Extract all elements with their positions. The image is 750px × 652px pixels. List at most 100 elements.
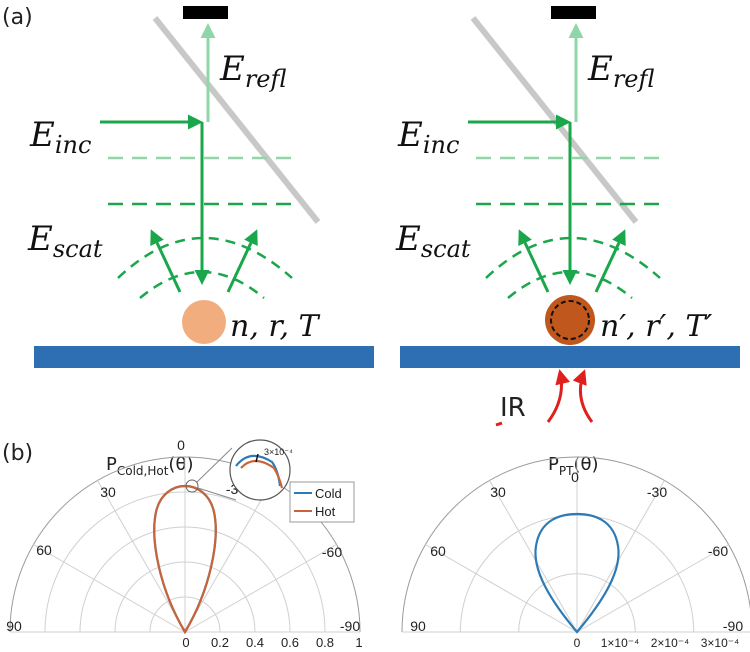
detector-right [551,6,596,19]
scatter-arc-outer-right [485,236,661,279]
scatter-arrow-r-right [594,229,626,293]
angle-tick-r-0: 0 [571,469,579,485]
polar-left-title: P [106,454,117,475]
angle-tick-r-90: 90 [410,618,426,634]
substrate-right [400,346,740,368]
polar-right-title-arg: (θ) [573,454,598,475]
angle-tick-r-30: 30 [490,484,506,500]
ir-arrow-left [546,369,571,423]
spoke-r-60 [425,544,578,633]
pt-curve-right [534,512,620,634]
scatter-arrow-l-right [518,229,550,293]
radial-tick-r-0: 0 [574,636,581,650]
ir-dash [495,421,503,427]
hot-curve-left [153,484,217,635]
polar-left-title-sub: Cold,Hot [117,464,169,478]
spoke-30 [97,480,186,633]
svg-text:Erefl: Erefl [587,49,655,93]
scatter-arc-inner-left [139,270,265,299]
polar-left-title-arg: (θ) [168,454,193,475]
e-scat-sub-right: scat [421,235,471,263]
panel-label-a: (a) [2,5,33,30]
radial-tick-2: 0.4 [246,635,264,650]
radial-tick-r-3: 3×10⁻⁴ [701,636,740,650]
e-refl-sub-right: refl [613,65,655,93]
e-refl-sub-left: refl [245,65,287,93]
svg-text:PCold,Hot(θ): PCold,Hot(θ) [106,454,193,478]
zoom-inset-circle [229,439,291,501]
svg-text:PPT(θ): PPT(θ) [548,454,599,478]
svg-text:Erefl: Erefl [219,49,287,93]
left-setup: Erefl Einc Escat n, r, T [27,6,374,368]
panel-label-b: (b) [2,441,33,466]
cold-particle [182,300,226,344]
e-scat-sub-left: scat [53,235,103,263]
polar-plot-right: PPT(θ) 0 30 -30 60 -60 90 -90 0 1×10⁻⁴ 2… [401,454,750,650]
svg-text:Escat: Escat [27,219,103,263]
angle-tick-0: 0 [177,437,185,453]
scatter-arc-outer-left [117,236,293,279]
e-scat-label-left: E [27,219,53,259]
radial-tick-4: 0.8 [316,635,334,650]
radial-tick-r-2: 2×10⁻⁴ [651,636,690,650]
scatter-arrow-l-left [150,229,182,293]
angle-tick-m90: -90 [340,618,360,634]
angle-tick-90: 90 [6,618,22,634]
spoke-60 [33,544,186,633]
angle-tick-60: 60 [36,542,52,558]
zoom-inset: 3×10⁻⁴ [229,439,293,501]
zoom-gap-marker [255,453,259,463]
polar-right-grid [401,456,750,633]
zoom-hot-line [240,459,284,489]
beam-splitter-right [470,16,639,224]
svg-text:Einc: Einc [29,115,91,159]
ir-arrow-right [572,369,594,423]
spoke-r-m60 [576,544,729,633]
e-inc-sub-left: inc [55,131,92,159]
svg-text:Escat: Escat [395,219,471,263]
radial-tick-0: 0 [182,635,189,650]
right-setup: IR Erefl Einc Escat n′, r′, T′ [395,6,740,427]
zoom-marker [185,479,199,493]
spoke-r-m30 [576,480,665,633]
zoom-inset-label: 3×10⁻⁴ [264,447,293,457]
beam-splitter-left [152,16,321,224]
spoke-m60 [184,544,337,633]
spoke-r-30 [489,480,578,633]
angle-tick-m60: -60 [322,544,342,560]
angle-tick-r-m30: -30 [647,484,667,500]
legend-left: Cold Hot [289,481,355,523]
polar-right-title: P [548,454,559,475]
svg-text:Einc: Einc [397,115,459,159]
e-inc-label-left: E [29,115,55,155]
spoke-m30 [184,480,273,633]
angle-tick-30: 30 [100,484,116,500]
radial-tick-r-1: 1×10⁻⁴ [601,636,640,650]
particle-params-right: n′, r′, T′ [600,309,712,344]
e-refl-label-right: E [587,49,613,89]
detector-left [183,6,228,19]
polar-plot-left: PCold,Hot(θ) 0 30 -30 60 -60 90 -90 0 0.… [6,437,362,650]
scatter-arrow-r-left [226,229,258,293]
polar-right-title-sub: PT [559,464,574,478]
e-refl-label-left: E [219,49,245,89]
scatter-arc-inner-right [507,270,633,299]
e-inc-label-right: E [397,115,423,155]
particle-params-left: n, r, T [230,309,321,344]
radial-tick-3: 0.6 [281,635,299,650]
e-scat-label-right: E [395,219,421,259]
zoom-connector-top [196,447,233,483]
legend-label-cold: Cold [315,486,342,501]
legend-label-hot: Hot [315,504,336,519]
substrate-left [34,346,374,368]
radial-tick-5: 1 [355,635,362,650]
ir-label: IR [500,393,526,423]
legend-box [289,481,355,523]
hot-particle-outline [550,300,590,340]
hot-particle [545,295,595,345]
angle-tick-r-m60: -60 [708,543,728,559]
angle-tick-r-m90: -90 [723,618,743,634]
angle-tick-r-60: 60 [430,543,446,559]
zoom-connector-bottom [197,487,237,501]
